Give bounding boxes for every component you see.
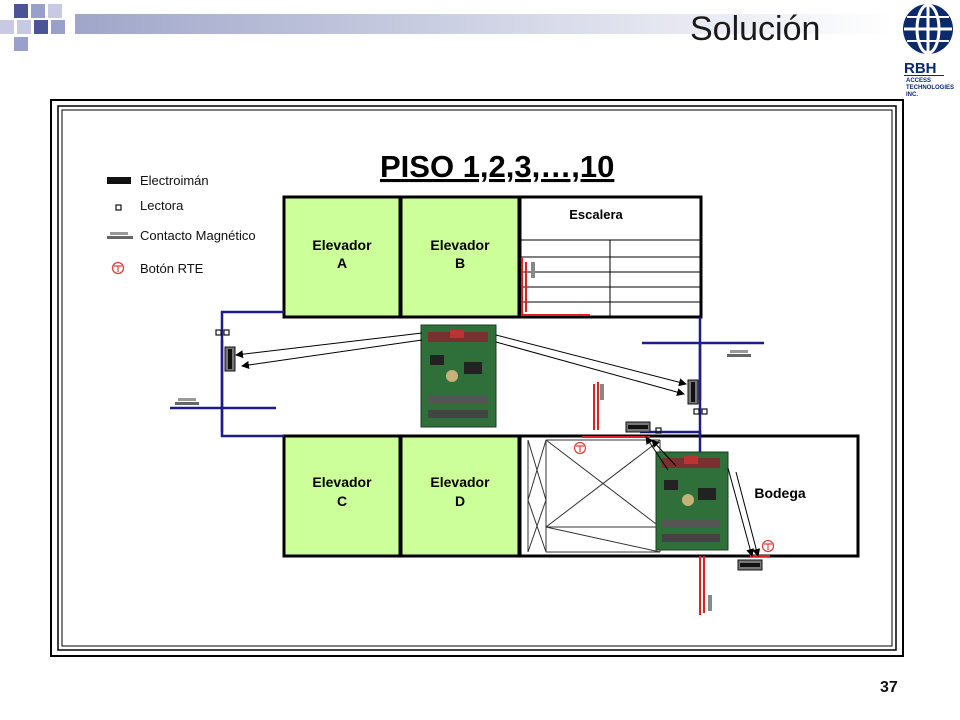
electromagnet-icon (224, 346, 236, 372)
connection-arrows (235, 332, 761, 557)
electromagnet-icon (737, 559, 763, 571)
elevator-d-room (399, 434, 521, 558)
stairs-steps (520, 239, 701, 317)
frame-inner-2 (61, 109, 893, 647)
legend-label: Electroimán (140, 173, 209, 188)
controller-board-icon (420, 324, 497, 428)
storage-label: Bodega (754, 485, 806, 501)
rbh-globe-icon (903, 3, 953, 55)
elevator-c-label: Elevador (312, 474, 372, 490)
reader-icon (655, 427, 662, 434)
header-gradient-bar (75, 14, 895, 34)
elevator-b-label: Elevador (430, 237, 490, 253)
elevator-c-room (282, 434, 402, 558)
electromagnet-icon (625, 421, 651, 433)
magnetic-contact-icon (727, 350, 751, 357)
reader-icon (115, 204, 122, 211)
legend-label: Contacto Magnético (140, 228, 256, 243)
magnetic-contact-icon (600, 384, 604, 400)
legend-label: Botón RTE (140, 261, 204, 276)
logo-divider (904, 75, 944, 76)
stairs-label: Escalera (569, 207, 623, 222)
blue-cables (170, 310, 764, 456)
magnetic-contact-icon (107, 236, 133, 239)
elevator-c-letter: C (337, 493, 347, 509)
slide-title: Solución (690, 10, 821, 48)
elevator-d-letter: D (455, 493, 465, 509)
magnetic-contact-icon (175, 398, 199, 405)
header-squares (0, 4, 65, 51)
reader-icon (693, 408, 708, 415)
reader-icon (215, 329, 230, 336)
rte-button-icon (111, 261, 125, 275)
logo-tagline-1: ACCESS (906, 78, 932, 84)
page-number: 37 (880, 679, 898, 696)
electromagnet-icon (687, 379, 699, 405)
elevator-b-room (399, 195, 521, 319)
legend-label: Lectora (140, 198, 184, 213)
plan-heading: PISO 1,2,3,…,10 (380, 149, 614, 184)
frame-inner-1 (57, 105, 897, 651)
magnetic-contact-icon (708, 595, 712, 611)
elevator-b-letter: B (455, 255, 465, 271)
electromagnet-icon (107, 177, 131, 184)
legend: Electroimán Lectora Contacto Magnético B… (107, 173, 256, 276)
elevator-d-label: Elevador (430, 474, 490, 490)
controller-board-icon (655, 451, 729, 551)
magnetic-contact-icon (531, 262, 535, 278)
elevator-a-label: Elevador (312, 237, 372, 253)
rte-button-icon (573, 441, 587, 455)
logo-tagline-3: INC. (906, 92, 918, 98)
logo-tagline-2: TECHNOLOGIES (906, 85, 955, 91)
elevator-a-room (282, 195, 402, 319)
rte-button-icon (761, 539, 775, 553)
logo-name: RBH (904, 60, 937, 77)
red-cables (521, 258, 770, 615)
elevator-a-letter: A (337, 255, 347, 271)
